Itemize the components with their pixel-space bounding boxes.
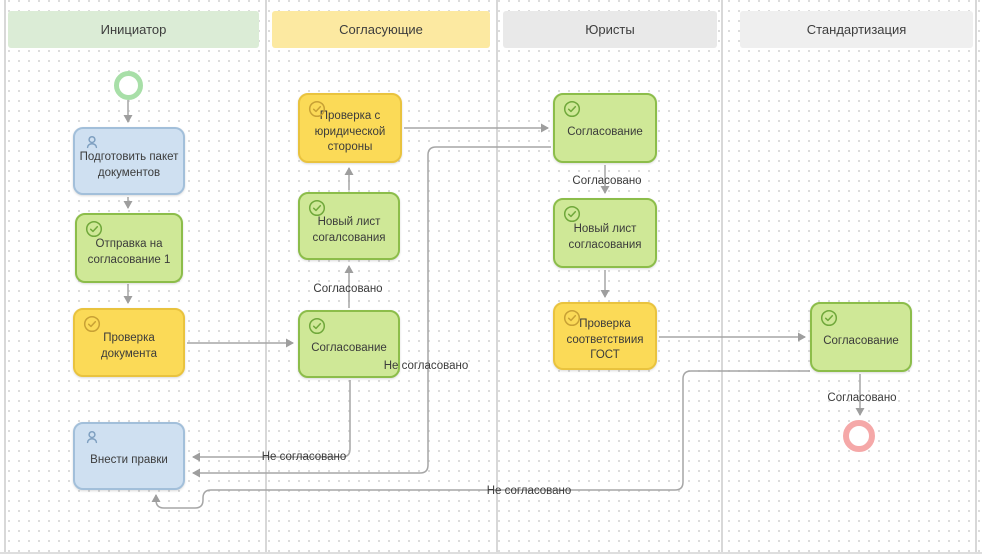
task-approval-lawyers[interactable]: Согласование	[553, 93, 657, 163]
task-new-approval-sheet-lawyers[interactable]: Новый лист согласования	[553, 198, 657, 268]
edge-label-not-approved: Не согласовано	[261, 451, 347, 463]
task-legal-review[interactable]: Проверка с юридической стороны	[298, 93, 402, 163]
edge-label-not-approved: Не согласовано	[486, 485, 572, 497]
canvas-right-border	[975, 0, 977, 553]
edge-label-approved: Согласовано	[572, 175, 642, 187]
task-new-approval-sheet-approvers[interactable]: Новый лист согалсования	[298, 192, 400, 260]
start-event[interactable]	[114, 71, 143, 100]
edge-approval2-not-approved[interactable]	[192, 380, 351, 462]
task-label: Отправка на согласование 1	[87, 237, 171, 266]
lane-divider-2	[496, 0, 498, 553]
lane-header-approvers[interactable]: Согласующие	[272, 11, 490, 48]
task-label: Согласование	[567, 125, 643, 138]
edge-label-not-approved: Не согласовано	[383, 360, 469, 372]
task-approval-standardization[interactable]: Согласование	[810, 302, 912, 372]
task-label: Подготовить пакет документов	[79, 150, 179, 179]
edge-label-approved: Согласовано	[827, 392, 897, 404]
lane-header-initiator[interactable]: Инициатор	[8, 11, 259, 48]
task-approval-approvers[interactable]: Согласование	[298, 310, 400, 378]
check-circle-icon	[83, 315, 101, 333]
user-icon	[83, 134, 101, 152]
check-circle-icon	[563, 309, 581, 327]
task-label: Проверка с юридической стороны	[314, 110, 386, 154]
task-prepare-documents[interactable]: Подготовить пакет документов	[73, 127, 185, 195]
check-circle-icon	[563, 100, 581, 118]
check-circle-icon	[308, 100, 326, 118]
edge-approval4-not-approved[interactable]	[151, 370, 810, 509]
check-circle-icon	[308, 317, 326, 335]
task-label: Проверка соответствиия ГОСТ	[566, 318, 644, 362]
task-label: Новый лист согласования	[568, 222, 642, 251]
lane-divider-1	[265, 0, 267, 553]
task-label: Внести правки	[90, 453, 168, 466]
end-event[interactable]	[843, 420, 875, 452]
lane-header-standardization[interactable]: Стандартизация	[740, 11, 973, 48]
task-make-edits[interactable]: Внести правки	[73, 422, 185, 490]
canvas-left-border	[4, 0, 6, 553]
task-check-document[interactable]: Проверка документа	[73, 308, 185, 377]
check-circle-icon	[85, 220, 103, 238]
task-label: Проверка документа	[100, 332, 158, 360]
check-circle-icon	[563, 205, 581, 223]
task-send-for-approval[interactable]: Отправка на согласование 1	[75, 213, 183, 283]
edge-label-approved: Согласовано	[313, 283, 383, 295]
lane-title: Юристы	[585, 22, 635, 37]
user-icon	[83, 429, 101, 447]
lane-title: Инициатор	[100, 22, 167, 37]
task-label: Согласование	[823, 334, 899, 347]
lane-title: Стандартизация	[806, 22, 907, 37]
check-circle-icon	[820, 309, 838, 327]
check-circle-icon	[308, 199, 326, 217]
task-gost-compliance-check[interactable]: Проверка соответствиия ГОСТ	[553, 302, 657, 370]
task-label: Новый лист согалсования	[312, 215, 386, 244]
task-label: Согласование	[311, 341, 387, 354]
canvas-bottom-border	[0, 552, 982, 554]
lane-divider-3	[721, 0, 723, 553]
lane-title: Согласующие	[339, 22, 423, 37]
lane-header-lawyers[interactable]: Юристы	[503, 11, 717, 48]
